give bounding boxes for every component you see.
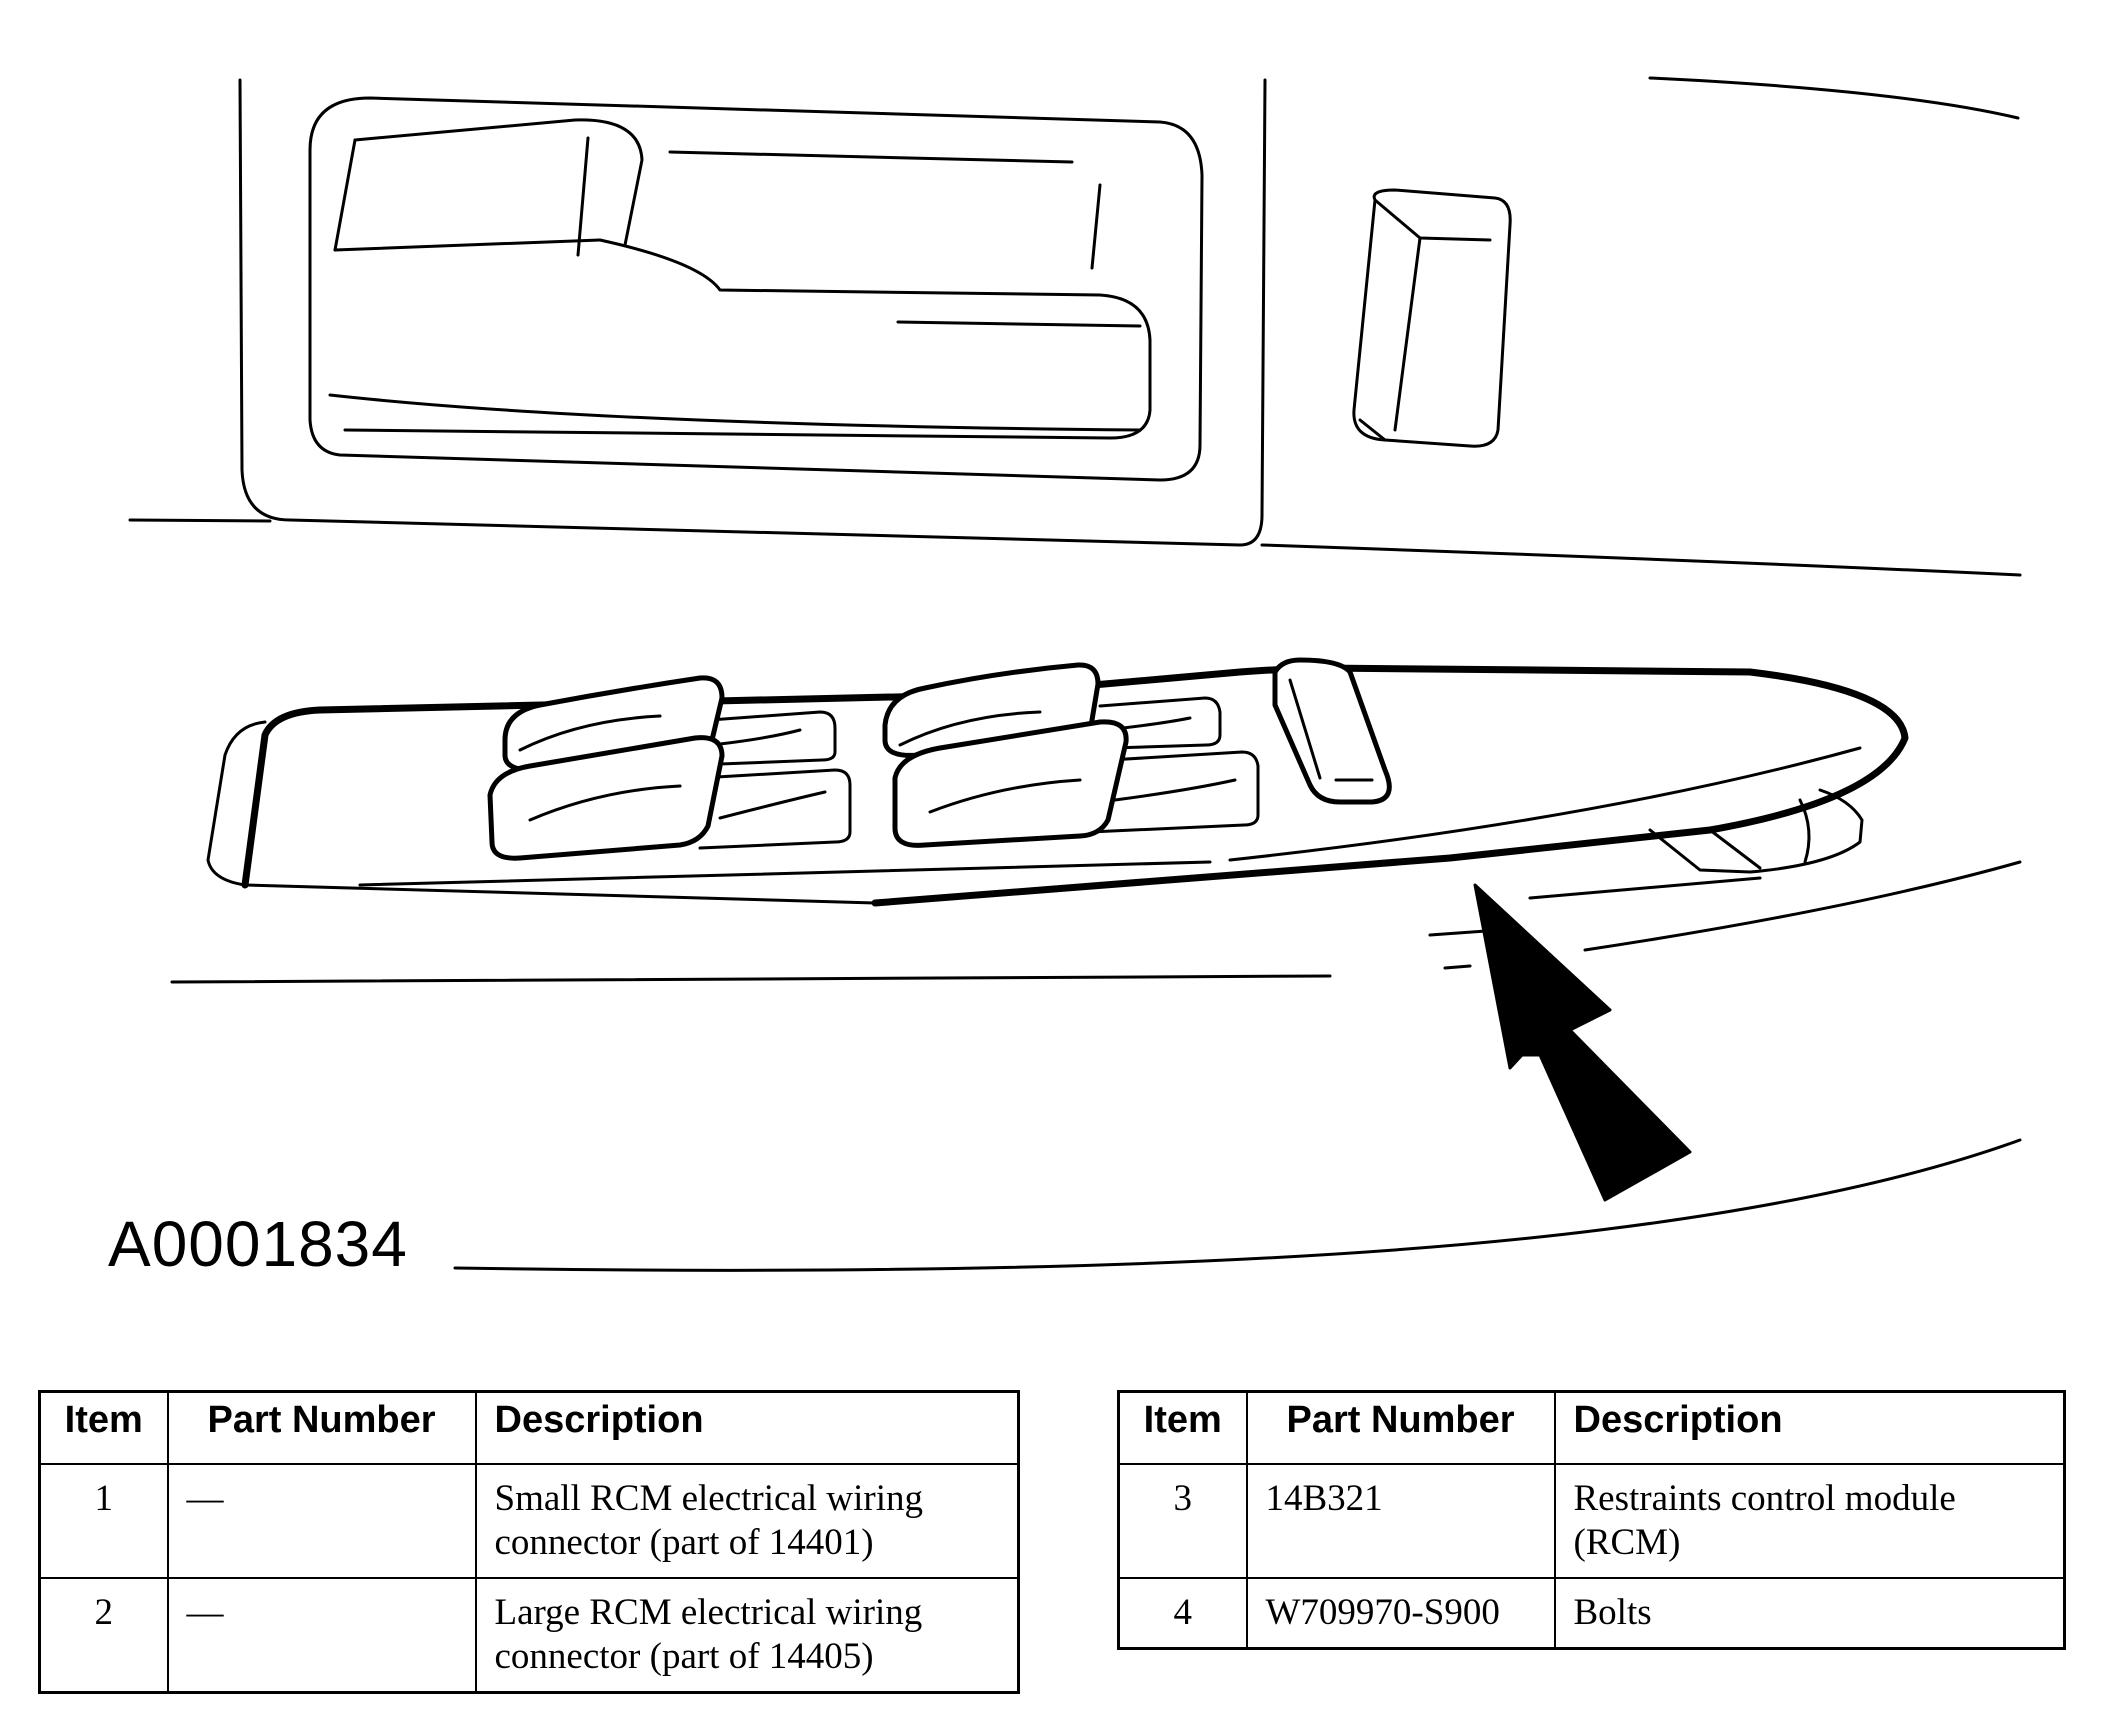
- window-switch-bezel: [206, 664, 1909, 907]
- cell-part-number: —: [166, 1463, 477, 1579]
- cell-item: 2: [38, 1577, 169, 1694]
- cell-part-number: W709970-S900: [1245, 1577, 1556, 1650]
- parts-table-right: Item Part Number Description 3 14B321 Re…: [1117, 1390, 2066, 1650]
- table-row: 2 — Large RCM electrical wiring connecto…: [38, 1577, 1020, 1694]
- door-panel-outline: [128, 76, 2022, 577]
- door-lock-knob: [1352, 188, 1512, 448]
- cell-item: 1: [38, 1463, 169, 1579]
- window-switch-details: [518, 678, 1374, 822]
- header-part-number: Part Number: [1245, 1390, 1556, 1465]
- header-description: Description: [1553, 1390, 2066, 1465]
- table-header-row: Item Part Number Description: [1117, 1390, 2066, 1465]
- cell-description: Restraints control module (RCM): [1553, 1463, 2066, 1579]
- header-description: Description: [474, 1390, 1020, 1465]
- parts-table-left: Item Part Number Description 1 — Small R…: [38, 1390, 1020, 1694]
- header-item: Item: [1117, 1390, 1248, 1465]
- cell-description: Large RCM electrical wiring connector (p…: [474, 1577, 1020, 1694]
- cell-item: 4: [1117, 1577, 1248, 1650]
- door-trim-illustration: [128, 76, 2022, 1272]
- window-switch-rockers: [487, 657, 1392, 861]
- door-lower-contours: [170, 860, 2022, 1272]
- cell-part-number: 14B321: [1245, 1463, 1556, 1579]
- cell-description: Small RCM electrical wiring connector (p…: [474, 1463, 1020, 1579]
- table-row: 3 14B321 Restraints control module (RCM): [1117, 1463, 2066, 1579]
- table-header-row: Item Part Number Description: [38, 1390, 1020, 1465]
- cell-part-number: —: [166, 1577, 477, 1694]
- table-row: 1 — Small RCM electrical wiring connecto…: [38, 1463, 1020, 1579]
- location-arrow-icon: [1473, 883, 1692, 1202]
- header-part-number: Part Number: [166, 1390, 477, 1465]
- cell-description: Bolts: [1553, 1577, 2066, 1650]
- header-item: Item: [38, 1390, 169, 1465]
- cell-item: 3: [1117, 1463, 1248, 1579]
- figure-label: A0001834: [108, 1208, 408, 1280]
- door-handle-cup: [308, 96, 1204, 482]
- table-row: 4 W709970-S900 Bolts: [1117, 1577, 2066, 1650]
